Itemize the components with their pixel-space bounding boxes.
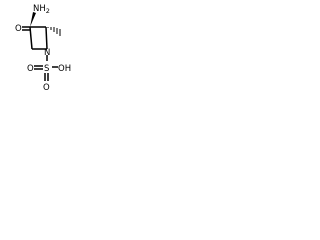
bond-c4-n1 [45,26,48,50]
sulfonyl-oxygen-top-label: O [27,64,34,74]
sulfur-label: S [44,64,49,74]
hydroxyl-label: OH [58,64,71,74]
structure-diagram: NH2 O N S O O OH [15,4,71,93]
bond-c2-c3 [29,26,33,50]
sulfonyl-oxygen-bottom-label: O [43,83,50,93]
wedge-bond-amine [30,12,36,27]
amine-label: NH2 [33,4,50,15]
hashed-wedge-methyl [47,27,61,36]
ring-nitrogen-label: N [44,48,50,58]
carbonyl-oxygen-label: O [15,24,22,34]
